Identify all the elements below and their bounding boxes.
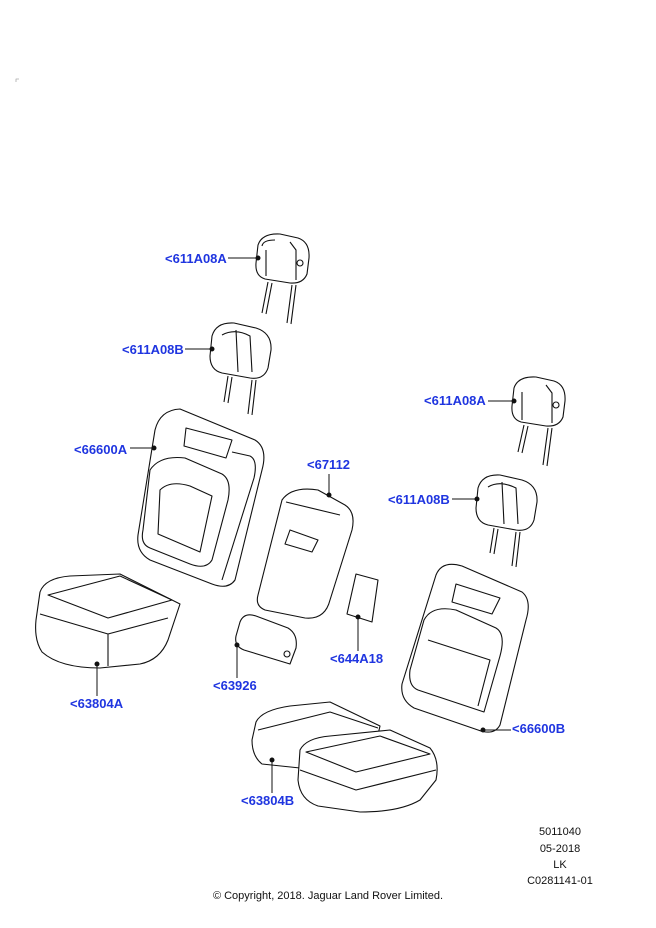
cushion-part-2	[251, 701, 438, 813]
callout-63804a[interactable]: <63804A	[70, 696, 124, 711]
callout-611a08b-left[interactable]: <611A08B	[122, 342, 184, 357]
meta-code: LK	[553, 859, 567, 871]
cushion-part-1	[35, 573, 181, 669]
backrest-part-2	[401, 563, 529, 733]
headrest-part-2	[209, 322, 272, 416]
leader-lines	[94, 255, 517, 793]
meta-date: 05-2018	[539, 843, 581, 855]
callout-66600b[interactable]: <66600B	[512, 721, 566, 736]
headrest-part-1	[255, 233, 310, 325]
headrest-part-4	[475, 474, 538, 568]
callout-611a08b-right[interactable]: <611A08B	[388, 492, 450, 507]
callout-63926[interactable]: <63926	[213, 678, 257, 693]
backrest-part-1	[137, 408, 265, 587]
armrest-cover-part	[235, 614, 297, 665]
meta-ref: 5011040	[538, 826, 581, 838]
callout-67112[interactable]: <67112	[307, 457, 351, 472]
headrest-part-3	[511, 376, 566, 467]
callout-63804b[interactable]: <63804B	[241, 793, 295, 808]
callout-611a08a-left[interactable]: <611A08A	[165, 251, 227, 266]
copyright: © Copyright, 2018. Jaguar Land Rover Lim…	[212, 890, 444, 902]
callout-611a08a-right[interactable]: <611A08A	[424, 393, 486, 408]
armrest-part	[256, 488, 354, 619]
meta-illustration: C0281141-01	[527, 875, 593, 887]
corner-mark	[15, 78, 19, 82]
panel-part	[346, 573, 379, 623]
callout-644a18[interactable]: <644A18	[330, 651, 384, 666]
callout-66600a[interactable]: <66600A	[74, 442, 128, 457]
